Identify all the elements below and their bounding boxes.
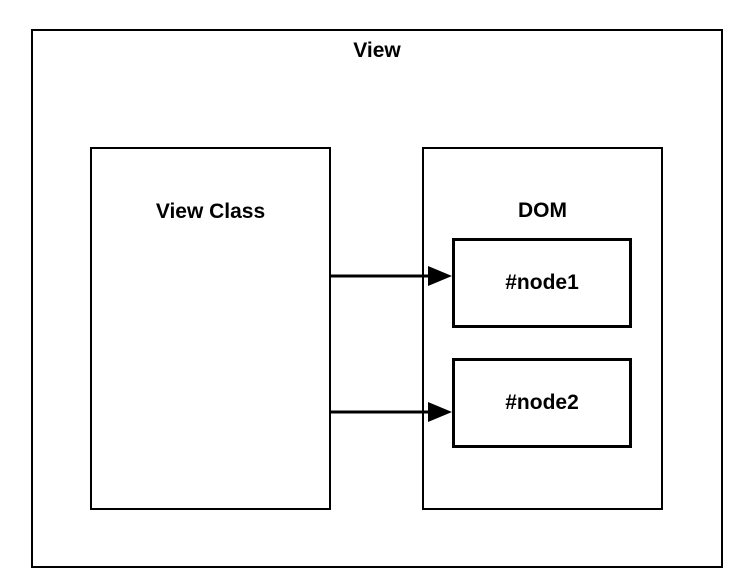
view-class-box bbox=[90, 147, 331, 510]
dom-label: DOM bbox=[518, 199, 567, 222]
dom-box bbox=[422, 147, 663, 510]
node2-label: #node2 bbox=[505, 391, 579, 414]
node1-label: #node1 bbox=[505, 271, 579, 294]
view-container-label: View bbox=[353, 39, 401, 62]
node1-box bbox=[452, 238, 632, 328]
view-container-box bbox=[31, 29, 723, 568]
node2-box bbox=[452, 358, 632, 448]
view-class-label: View Class bbox=[155, 200, 266, 223]
